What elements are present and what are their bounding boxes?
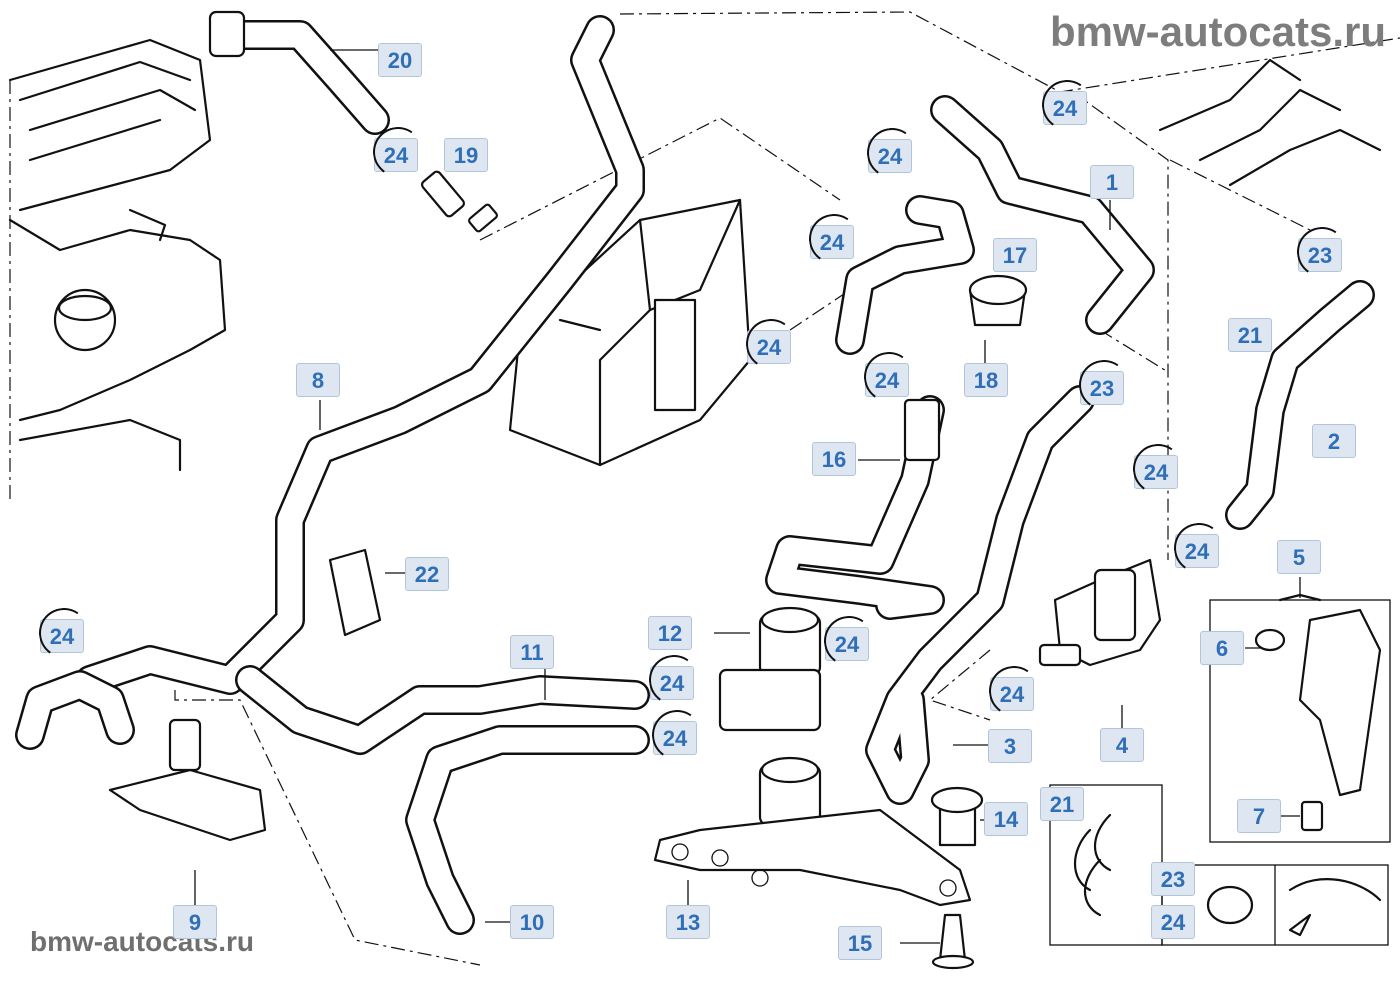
callout-2[interactable]: 2 — [1312, 424, 1356, 458]
callout-15[interactable]: 15 — [838, 926, 882, 960]
callout-1[interactable]: 1 — [1090, 165, 1134, 199]
water-valve-assembly — [653, 606, 972, 907]
callout-12[interactable]: 12 — [648, 616, 692, 650]
callout-24[interactable]: 24 — [1151, 905, 1195, 939]
bracket-9 — [108, 718, 267, 842]
watermark-top: bmw-autocats.ru — [1049, 8, 1386, 55]
callout-11[interactable]: 11 — [510, 635, 554, 669]
callout-17[interactable]: 17 — [993, 238, 1037, 272]
detail-box-23-24 — [1161, 864, 1389, 946]
callout-10[interactable]: 10 — [510, 905, 554, 939]
callout-8[interactable]: 8 — [296, 363, 340, 397]
callout-20[interactable]: 20 — [378, 43, 422, 77]
callout-21[interactable]: 21 — [1228, 318, 1272, 352]
callout-24[interactable]: 24 — [810, 225, 854, 259]
callout-24[interactable]: 24 — [747, 330, 791, 364]
callout-4[interactable]: 4 — [1100, 728, 1144, 762]
callout-13[interactable]: 13 — [666, 905, 710, 939]
callout-3[interactable]: 3 — [988, 729, 1032, 763]
auxiliary-heater-unit — [508, 198, 752, 467]
engine-block — [8, 38, 227, 472]
callout-24[interactable]: 24 — [40, 619, 84, 653]
callout-24[interactable]: 24 — [650, 666, 694, 700]
callout-22[interactable]: 22 — [405, 557, 449, 591]
dashed-guide-lines — [9, 11, 1400, 966]
callout-14[interactable]: 14 — [984, 802, 1028, 836]
leader-lines — [194, 49, 1301, 944]
callout-7[interactable]: 7 — [1237, 799, 1281, 833]
callout-24[interactable]: 24 — [865, 363, 909, 397]
callout-9[interactable]: 9 — [173, 905, 217, 939]
hoses — [15, 15, 1375, 935]
callout-24[interactable]: 24 — [1175, 534, 1219, 568]
callout-24[interactable]: 24 — [868, 139, 912, 173]
callout-21[interactable]: 21 — [1040, 787, 1084, 821]
callout-24[interactable]: 24 — [374, 138, 418, 172]
callout-5[interactable]: 5 — [1277, 540, 1321, 574]
callout-23[interactable]: 23 — [1151, 862, 1195, 896]
callout-24[interactable]: 24 — [1134, 455, 1178, 489]
callout-18[interactable]: 18 — [964, 363, 1008, 397]
callout-24[interactable]: 24 — [825, 627, 869, 661]
callout-19[interactable]: 19 — [444, 138, 488, 172]
detail-box-5 — [1209, 593, 1391, 843]
callout-23[interactable]: 23 — [1080, 371, 1124, 405]
callout-24[interactable]: 24 — [990, 677, 1034, 711]
callout-24[interactable]: 24 — [1043, 91, 1087, 125]
watermark-bottom: bmw-autocats.ru — [30, 926, 255, 957]
fittings — [208, 10, 1028, 970]
clip-22 — [328, 548, 382, 637]
wiring-harness — [1158, 58, 1382, 187]
callout-16[interactable]: 16 — [812, 442, 856, 476]
callout-23[interactable]: 23 — [1298, 238, 1342, 272]
callout-24[interactable]: 24 — [653, 721, 697, 755]
valve-4 — [1038, 558, 1162, 667]
callout-6[interactable]: 6 — [1200, 631, 1244, 665]
